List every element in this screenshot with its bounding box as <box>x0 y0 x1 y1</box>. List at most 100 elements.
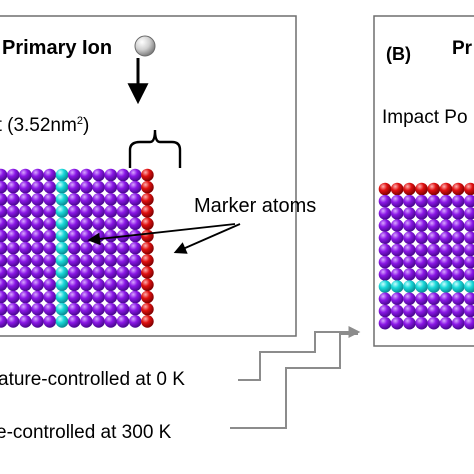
surface-atom <box>378 182 392 196</box>
bulk-atom <box>116 193 130 206</box>
bulk-atom <box>104 193 118 206</box>
bulk-atom <box>451 207 465 220</box>
bulk-atom <box>80 302 93 316</box>
bulk-atom <box>19 290 32 304</box>
bulk-atom <box>31 168 44 182</box>
marker-atom <box>55 290 69 304</box>
marker-atom <box>55 229 69 243</box>
bulk-atom <box>6 278 20 292</box>
bulk-atom <box>0 205 8 218</box>
bulk-atom <box>31 315 44 328</box>
bulk-atom <box>31 302 44 316</box>
marker-atom <box>378 280 392 293</box>
bulk-atom <box>378 243 392 257</box>
bulk-atom <box>403 231 416 245</box>
marker-atom <box>55 180 69 194</box>
bulk-atom <box>67 180 81 194</box>
bulk-atom <box>390 268 404 281</box>
bulk-atom <box>92 205 105 218</box>
marker-atom <box>55 168 69 182</box>
bulk-atom <box>390 219 404 232</box>
bulk-atom <box>378 268 392 281</box>
bulk-atom <box>67 290 81 304</box>
bulk-atom <box>43 217 57 231</box>
bulk-atom <box>451 304 465 318</box>
bulk-atom <box>0 217 8 231</box>
surface-atom <box>141 254 154 267</box>
panel-b-frame <box>373 15 474 347</box>
bulk-atom <box>378 255 392 269</box>
bulk-atom <box>104 278 118 292</box>
bulk-atom <box>80 266 93 279</box>
bulk-atom <box>6 229 20 243</box>
bulk-atom <box>451 194 465 208</box>
bulk-atom <box>80 278 93 292</box>
bulk-atom <box>451 255 465 269</box>
bulk-atom <box>439 316 453 330</box>
bulk-atom <box>439 219 453 232</box>
marker-atom <box>55 315 69 328</box>
bulk-atom <box>378 316 392 330</box>
bulk-atom <box>67 266 81 279</box>
surface-atom <box>141 315 154 328</box>
bulk-atom <box>19 217 32 231</box>
surface-atom <box>427 182 441 196</box>
bulk-atom <box>92 278 105 292</box>
bulk-atom <box>67 205 81 218</box>
bulk-atom <box>116 217 130 231</box>
bulk-atom <box>116 254 130 267</box>
bulk-atom <box>104 266 118 279</box>
bulk-atom <box>0 241 8 255</box>
marker-arrow-left <box>87 223 236 246</box>
bulk-atom <box>116 180 130 194</box>
bulk-atom <box>128 241 142 255</box>
bulk-atom <box>6 254 20 267</box>
bulk-atom <box>439 243 453 257</box>
bulk-atom <box>80 168 93 182</box>
bulk-atom <box>19 302 32 316</box>
bulk-atom <box>104 302 118 316</box>
bulk-atom <box>116 205 130 218</box>
bulk-atom <box>378 207 392 220</box>
bulk-atom <box>0 290 8 304</box>
bulk-atom <box>43 266 57 279</box>
bulk-atom <box>415 268 428 281</box>
bulk-atom <box>0 278 8 292</box>
bulk-atom <box>92 254 105 267</box>
bulk-atom <box>104 229 118 243</box>
bulk-atom <box>403 194 416 208</box>
surface-atom <box>141 217 154 231</box>
bulk-atom <box>104 180 118 194</box>
bulk-atom <box>0 193 8 206</box>
bulk-atom <box>390 231 404 245</box>
impact-area-exponent: 2 <box>76 115 83 127</box>
bulk-atom <box>104 205 118 218</box>
bulk-atom <box>128 193 142 206</box>
surface-atom <box>403 182 416 196</box>
bulk-atom <box>80 205 93 218</box>
bulk-atom <box>427 316 441 330</box>
bulk-atom <box>116 266 130 279</box>
bulk-atom <box>390 255 404 269</box>
impact-area-close: ) <box>82 115 90 136</box>
bulk-atom <box>439 231 453 245</box>
surface-atom <box>141 180 154 194</box>
bulk-atom <box>116 241 130 255</box>
temperature-300k-label: e-controlled at 300 K <box>0 422 172 443</box>
bulk-atom <box>19 241 32 255</box>
bulk-atom <box>67 241 81 255</box>
bulk-atom <box>439 304 453 318</box>
surface-atom <box>141 266 154 279</box>
surface-atom <box>141 193 154 206</box>
bulk-atom <box>104 290 118 304</box>
impact-point-label: Impact Po <box>382 107 468 128</box>
bulk-atom <box>427 243 441 257</box>
bulk-atom <box>128 217 142 231</box>
bulk-atom <box>0 168 8 182</box>
bulk-atom <box>427 219 441 232</box>
bulk-atom <box>80 290 93 304</box>
bulk-atom <box>116 278 130 292</box>
panel-b-title: Pr <box>452 38 473 59</box>
bulk-atom <box>390 304 404 318</box>
bulk-atom <box>439 268 453 281</box>
